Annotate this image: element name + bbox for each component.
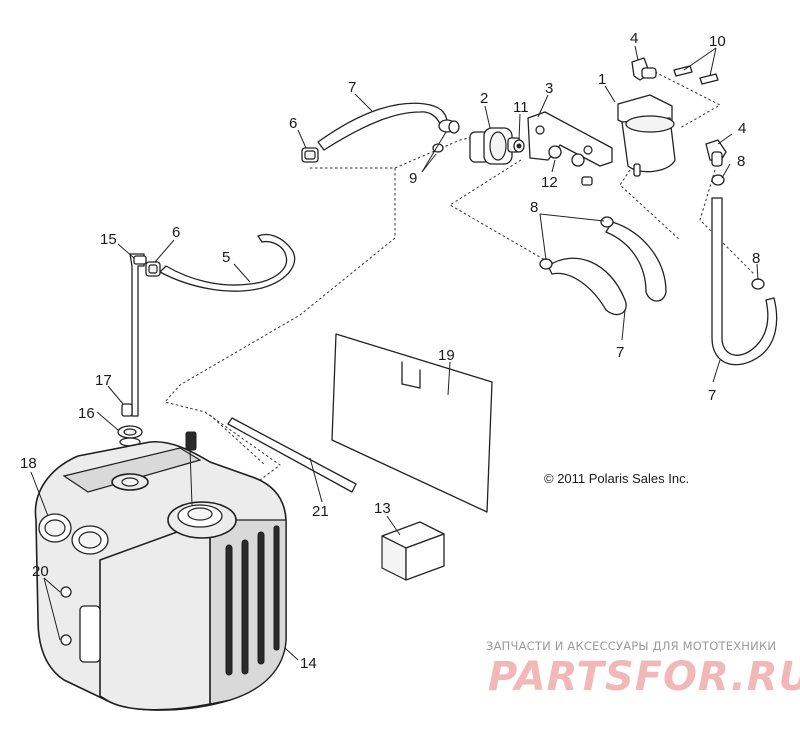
fitting-17 xyxy=(121,403,133,417)
callout-12: 12 xyxy=(541,174,558,191)
callout-10: 10 xyxy=(709,33,726,50)
filler-neck xyxy=(71,525,109,555)
copyright-notice: © 2011 Polaris Sales Inc. xyxy=(544,471,689,486)
callout-17: 17 xyxy=(95,372,112,389)
routing-dashed-lines xyxy=(139,71,756,481)
callout-7-right: 7 xyxy=(708,387,716,404)
callout-5: 5 xyxy=(222,249,230,266)
screws-10 xyxy=(673,65,719,85)
fuel-hose-7-right xyxy=(711,197,778,366)
callout-3: 3 xyxy=(545,80,553,97)
washer-11 xyxy=(513,139,525,153)
callout-4-top: 4 xyxy=(630,30,638,47)
fuel-sender-unit xyxy=(167,431,237,539)
foam-block-13 xyxy=(381,521,445,581)
callout-8-middle: 8 xyxy=(530,199,538,216)
elbow-fitting-4-right xyxy=(705,139,727,167)
hose-clamp-6-left xyxy=(145,261,161,277)
watermark-tagline: ЗАПЧАСТИ И АКСЕССУАРЫ ДЛЯ МОТОТЕХНИКИ xyxy=(486,639,776,653)
callout-2: 2 xyxy=(480,90,488,107)
watermark: ЗАПЧАСТИ И АКСЕССУАРЫ ДЛЯ МОТОТЕХНИКИ PA… xyxy=(486,639,800,700)
hose-clamp-8-right xyxy=(711,174,725,186)
fuel-filter-2 xyxy=(469,127,521,165)
callout-18: 18 xyxy=(20,455,37,472)
callout-leader-lines xyxy=(30,45,759,661)
elbow-fitting-4-top xyxy=(631,57,657,81)
grommet-16 xyxy=(117,425,143,447)
hose-clamp-8-far-right xyxy=(751,278,765,290)
watermark-logo: PARTSFOR.RU xyxy=(488,654,800,700)
callout-numbers: 1 2 3 4 4 5 6 6 7 7 7 8 8 8 9 10 11 12 1… xyxy=(20,30,760,672)
callout-14: 14 xyxy=(300,655,317,672)
fuel-hose-7-top xyxy=(317,102,448,151)
callout-1: 1 xyxy=(598,71,606,88)
callout-20: 20 xyxy=(32,563,49,580)
callout-21: 21 xyxy=(312,503,329,520)
callout-11: 11 xyxy=(513,99,529,116)
hose-clamp-6-top xyxy=(301,147,319,163)
callout-8-far-right: 8 xyxy=(752,250,760,267)
callout-6-top: 6 xyxy=(289,115,297,132)
callout-19: 19 xyxy=(438,347,455,364)
callout-4-right: 4 xyxy=(738,120,746,137)
fuel-hose-7-middle xyxy=(547,221,667,316)
callout-9: 9 xyxy=(409,170,417,187)
fuel-cap-18 xyxy=(38,513,72,543)
heat-shield-19 xyxy=(331,333,493,513)
vent-hose-5 xyxy=(159,233,296,292)
callout-7-top: 7 xyxy=(348,79,356,96)
callout-16: 16 xyxy=(78,405,95,422)
nuts-12 xyxy=(548,145,593,186)
callout-15: 15 xyxy=(100,231,117,248)
callout-13: 13 xyxy=(374,500,391,517)
mounting-bracket-3 xyxy=(527,111,613,167)
vent-tube-21 xyxy=(227,417,357,493)
fuel-pump-1 xyxy=(617,94,676,177)
callout-8-right: 8 xyxy=(737,153,745,170)
callout-6-left: 6 xyxy=(172,224,180,241)
fuel-tank-14 xyxy=(34,440,287,711)
vent-tube-15 xyxy=(129,253,147,417)
callout-7-middle: 7 xyxy=(616,344,624,361)
